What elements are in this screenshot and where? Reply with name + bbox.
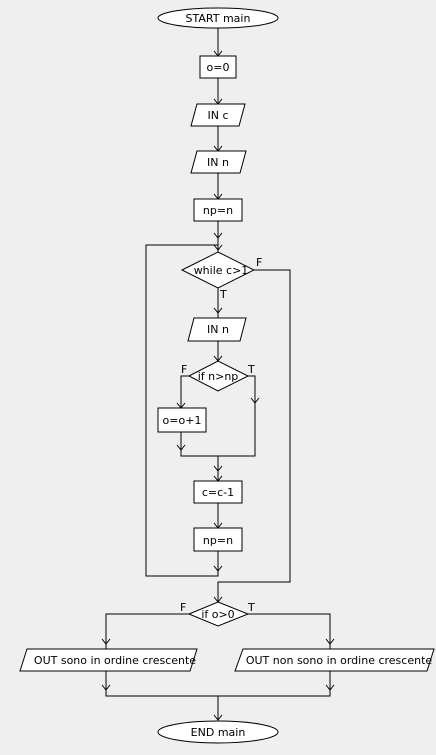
while-false-label: F [256,256,262,269]
node-in-n-loop-label: IN n [207,323,229,336]
edge-ifn-false [180,375,189,408]
node-in-n-first[interactable]: IN n [190,150,247,174]
node-out-not-sorted-label: OUT non sono in ordine crescente [246,654,433,667]
node-end[interactable]: END main [157,720,279,744]
edge-ifn-true [218,375,256,457]
arrow-head [213,465,223,472]
node-out-sorted[interactable]: OUT sono in ordine crescente [19,648,198,672]
node-in-c[interactable]: IN c [190,103,246,127]
edge-loop-back [145,244,219,577]
if-o-true-label: T [247,601,255,614]
if-o-false-label: F [180,601,186,614]
node-np-first[interactable]: np=n [193,198,243,222]
edge-ifo-false [105,613,189,649]
node-while[interactable]: while c>1 F T [180,251,262,301]
if-n-false-label: F [181,363,187,376]
node-increment-o-label: o=o+1 [163,414,202,427]
node-np-loop[interactable]: np=n [193,527,243,552]
node-in-c-label: IN c [207,109,228,122]
arrow-head [325,684,335,691]
node-decrement-c[interactable]: c=c-1 [193,480,243,504]
arrow-head [213,232,223,239]
node-if-o[interactable]: if o>0 F T [180,601,255,627]
node-end-label: END main [191,726,246,739]
edge-out-join [105,671,331,697]
node-init-o-label: o=0 [207,61,230,74]
arrow-head [213,714,223,721]
while-true-label: T [219,288,227,301]
node-init-o[interactable]: o=0 [199,55,237,79]
node-if-n[interactable]: if n>np F T [181,360,255,392]
arrow-head [325,638,335,645]
edge-ifo-true [248,613,331,649]
arrow-head [213,565,223,572]
arrow-head [213,307,223,314]
node-out-sorted-label: OUT sono in ordine crescente [34,654,196,667]
node-in-n-first-label: IN n [207,156,229,169]
edge-inc-o-join [180,432,218,457]
node-np-loop-label: np=n [203,534,233,547]
node-while-label: while c>1 [194,264,249,277]
node-decrement-c-label: c=c-1 [202,486,234,499]
arrow-head [213,244,223,251]
arrow-head [176,444,186,451]
node-if-o-label: if o>0 [201,608,234,621]
node-start-label: START main [186,12,251,25]
node-np-first-label: np=n [203,204,233,217]
connectors [105,28,331,720]
node-if-n-label: if n>np [198,370,239,383]
node-start[interactable]: START main [157,7,279,29]
node-out-not-sorted[interactable]: OUT non sono in ordine crescente [234,648,435,672]
arrow-head [250,397,260,404]
node-in-n-loop[interactable]: IN n [187,317,247,342]
arrow-head [101,684,111,691]
arrow-head [101,638,111,645]
node-increment-o[interactable]: o=o+1 [157,407,207,433]
edge-while-false [217,269,291,602]
if-n-true-label: T [247,363,255,376]
